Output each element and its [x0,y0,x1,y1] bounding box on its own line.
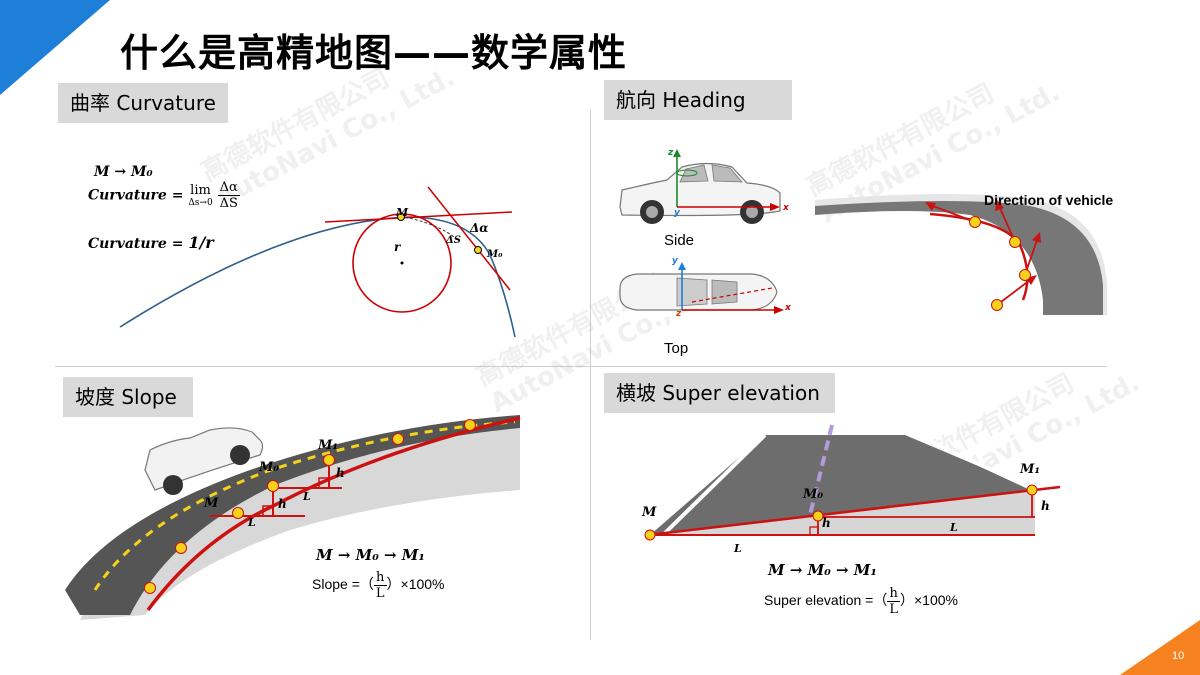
top-car-diagram [619,262,784,314]
page-title: 什么是高精地图——数学属性 [120,31,628,75]
corner-triangle-orange [1120,620,1200,675]
slope-diagram [65,415,521,620]
top-axis-x: x [785,303,791,313]
curv-label-da: Δα [470,221,489,235]
slope-label-m: M [204,496,219,511]
super-label-l1: L [950,521,958,534]
curv-label-m0: M₀ [487,249,503,260]
slope-label-l2: L [303,490,311,503]
top-axis-y: y [672,256,678,266]
slope-label-m0: M₀ [259,460,280,475]
slope-label-l1: L [248,516,256,529]
super-label-m0: M₀ [803,487,824,502]
slope-label: 坡度 Slope [63,377,193,417]
super-label-l2: L [734,542,742,555]
slope-label-h2: h [336,466,345,480]
horizontal-divider [55,366,1107,367]
super-elevation-label: 横坡 Super elevation [604,373,835,413]
super-label-m: M [642,505,657,520]
curvature-formula-1: M → M₀ [94,164,153,180]
side-caption: Side [664,232,695,249]
vertical-divider [590,110,591,640]
super-sequence: M → M₀ → M₁ [768,561,877,579]
curv-label-ds: ΔS [446,235,461,246]
super-elevation-diagram [644,423,1061,541]
super-label-h2: h [1041,499,1050,513]
top-axis-z: z [676,309,682,319]
corner-triangle-blue [0,0,110,95]
heading-road-diagram [815,194,1107,315]
top-caption: Top [664,340,689,357]
side-axis-y: y [674,208,680,218]
super-label-m1: M₁ [1020,462,1041,477]
curvature-label: 曲率 Curvature [58,83,228,123]
side-car-diagram [619,149,781,224]
curvature-formula-2: Curvature = lim Δs→0 Δα ΔS [88,180,240,211]
curvature-formula-3: Curvature = 1/r [88,233,214,252]
curvature-diagram [119,186,516,338]
curv-label-m: M [396,206,409,219]
super-label-h1: h [822,516,831,530]
page-number: 10 [1172,650,1185,662]
slope-label-h1: h [278,497,287,511]
side-axis-x: x [783,203,789,213]
direction-of-vehicle-label: Direction of vehicle [984,192,1114,208]
side-axis-z: z [668,148,674,158]
heading-label: 航向 Heading [604,80,792,120]
slope-sequence: M → M₀ → M₁ [316,546,425,564]
slope-label-m1: M₁ [318,438,339,453]
curv-label-r: r [394,240,401,254]
